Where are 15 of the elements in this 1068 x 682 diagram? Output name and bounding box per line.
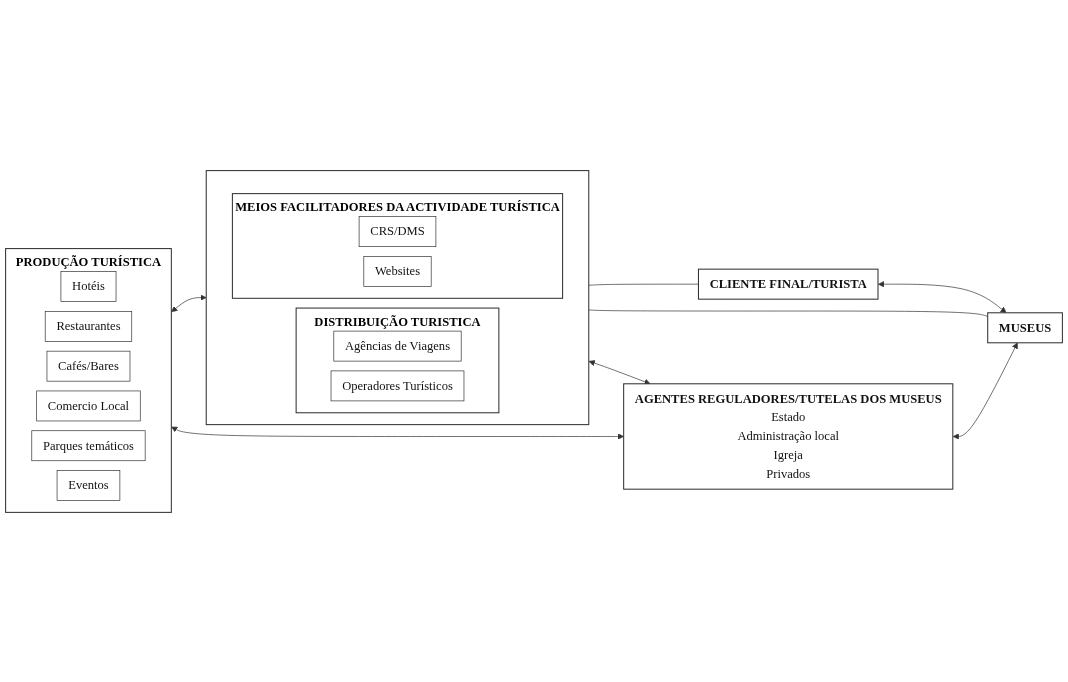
cluster <box>205 169 590 425</box>
node-box: Eventos <box>56 469 121 501</box>
node-box: Parques temáticos <box>31 429 146 461</box>
node-box: MUSEUS <box>987 311 1063 343</box>
node-box: CRS/DMS <box>358 215 437 247</box>
node-box: Comercio Local <box>36 390 141 421</box>
node-box: AGENTES REGULADORES/TUTELAS DOS MUSEUS Estado Administração local Igreja Privados <box>623 382 954 490</box>
node-box: Agências de Viagens <box>333 330 462 361</box>
node-box: Cafés/Bares <box>46 350 131 382</box>
node-box: Operadores Turísticos <box>330 370 465 401</box>
connector <box>588 283 699 286</box>
node-box: Hotéis <box>60 270 117 302</box>
node-box: Restaurantes <box>44 310 133 342</box>
node-box: Websites <box>363 255 432 287</box>
node-box: CLIENTE FINAL/TURISTA <box>697 268 879 300</box>
